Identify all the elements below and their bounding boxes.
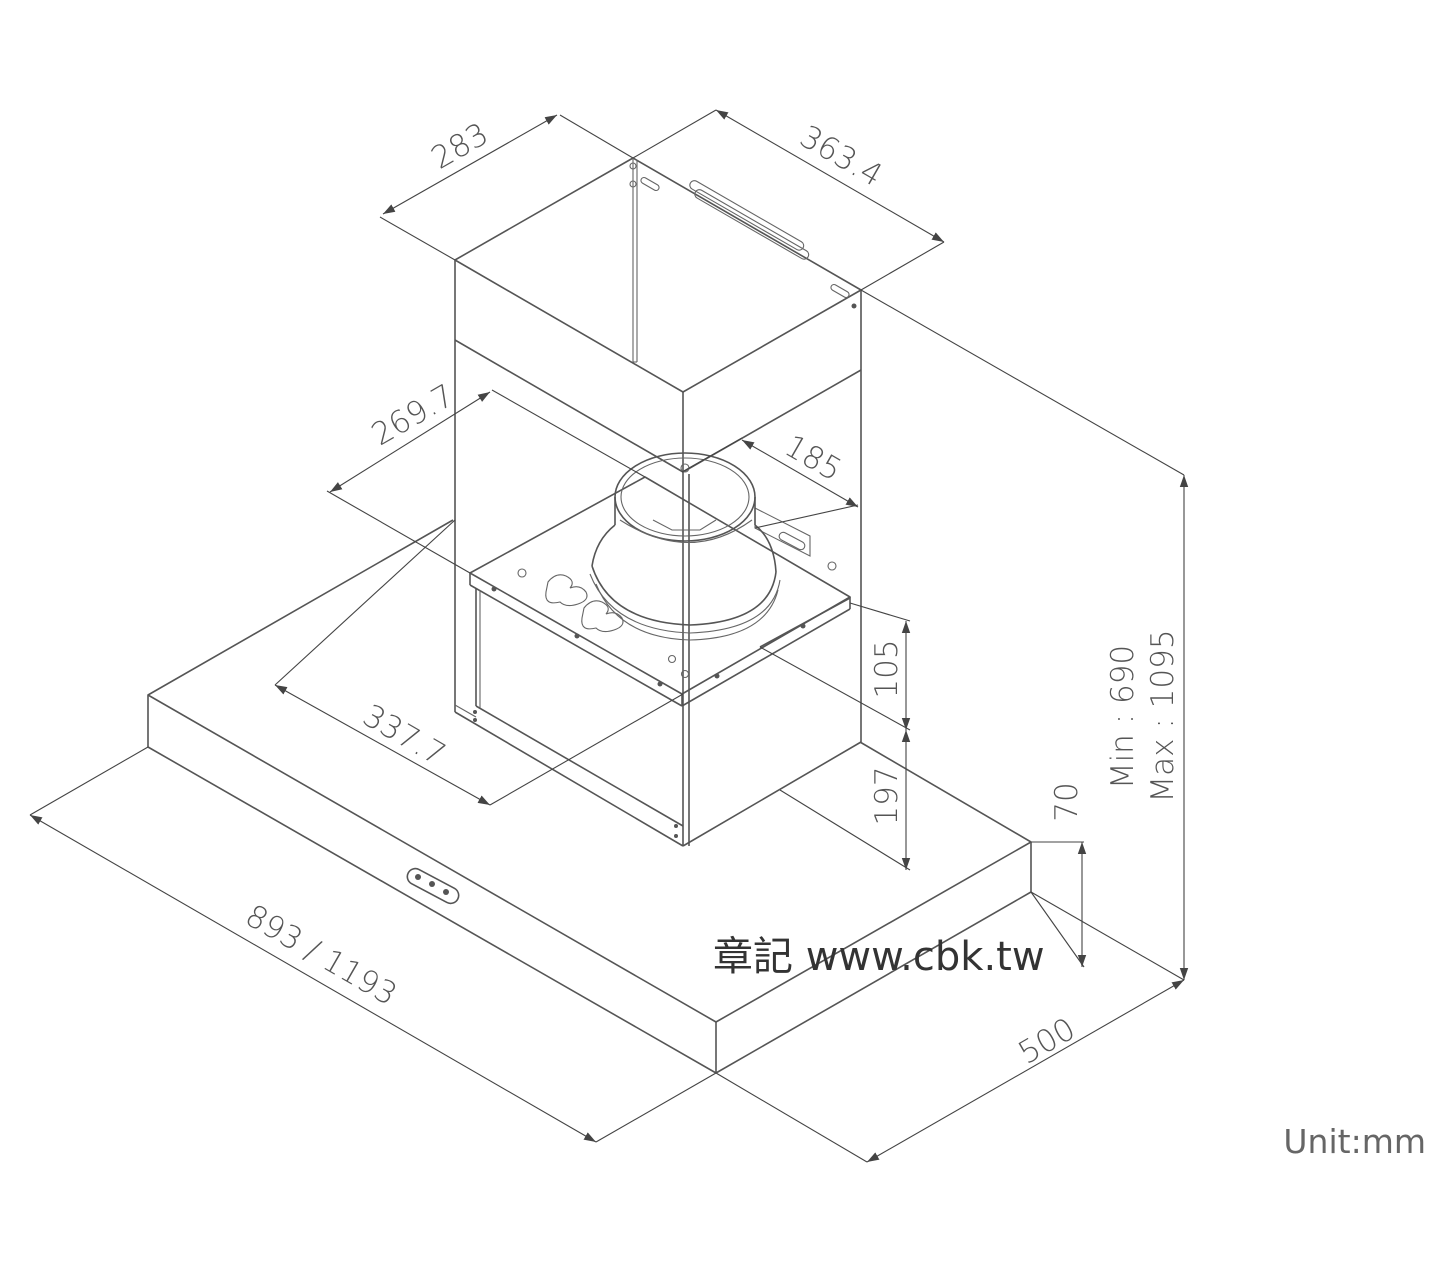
dim-inner-width: 337.7 (357, 698, 452, 774)
extension-lines (29, 109, 1185, 1163)
duct-collar (589, 452, 781, 641)
watermark: 章記 www.cbk.tw (713, 934, 1045, 980)
chimney-upper (454, 157, 862, 472)
motor-box (469, 476, 851, 827)
dim-top-depth: 283 (425, 116, 494, 177)
dim-total-width: 893 / 1193 (239, 898, 403, 1013)
unit-label: Unit:mm (1283, 1122, 1426, 1161)
dim-inner-offset: 185 (778, 428, 847, 489)
dim-base-thickness: 70 (1049, 782, 1085, 821)
dim-total-depth: 500 (1012, 1011, 1081, 1072)
dim-max-height: Max : 1095 (1145, 629, 1181, 802)
dim-body-height: 197 (869, 766, 905, 825)
dim-min-height: Min : 690 (1105, 645, 1141, 789)
chimney-lower (454, 339, 862, 847)
dim-inner-depth: 269.7 (366, 378, 461, 454)
dimension-lines (29, 109, 1189, 1163)
dim-motor-height: 105 (869, 639, 905, 698)
control-panel (406, 867, 460, 905)
